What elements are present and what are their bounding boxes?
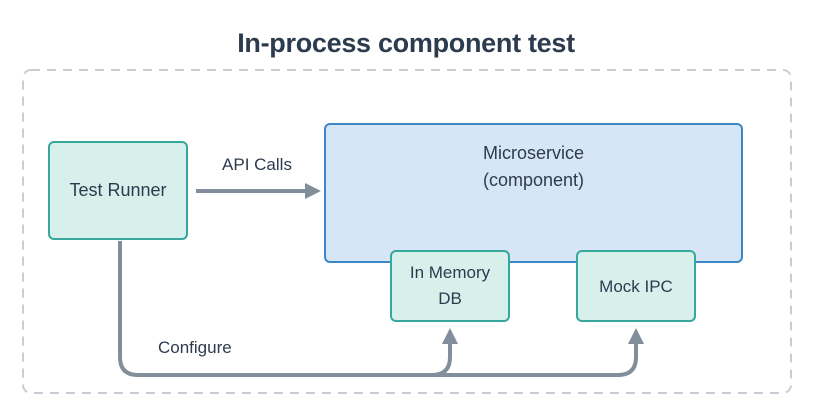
configure-ipc-arrowhead-icon bbox=[628, 328, 644, 344]
node-mock-ipc-label: Mock IPC bbox=[599, 276, 673, 296]
api-calls-arrowhead-icon bbox=[305, 183, 321, 199]
node-microservice-label-line2: (component) bbox=[482, 170, 585, 190]
configure-edge-label: Configure bbox=[158, 338, 232, 357]
node-in-memory-db: In Memory DB bbox=[390, 250, 510, 322]
node-in-memory-db-label-line2: DB bbox=[438, 289, 462, 308]
configure-db-arrowhead-icon bbox=[442, 328, 458, 344]
process-boundary-dashed-box bbox=[22, 69, 792, 394]
configure-connector-db-branch-path bbox=[431, 343, 452, 377]
diagram-title: In-process component test bbox=[237, 28, 575, 58]
node-mock-ipc: Mock IPC bbox=[576, 250, 696, 322]
node-in-memory-db-label-line1: In Memory bbox=[409, 263, 491, 282]
api-calls-edge-label: API Calls bbox=[222, 155, 292, 174]
node-test-runner: Test Runner bbox=[48, 141, 188, 240]
node-test-runner-label: Test Runner bbox=[69, 180, 167, 200]
node-microservice: Microservice (component) bbox=[324, 123, 743, 263]
configure-connector-main-path bbox=[118, 241, 638, 377]
node-microservice-label-line1: Microservice bbox=[482, 143, 584, 163]
